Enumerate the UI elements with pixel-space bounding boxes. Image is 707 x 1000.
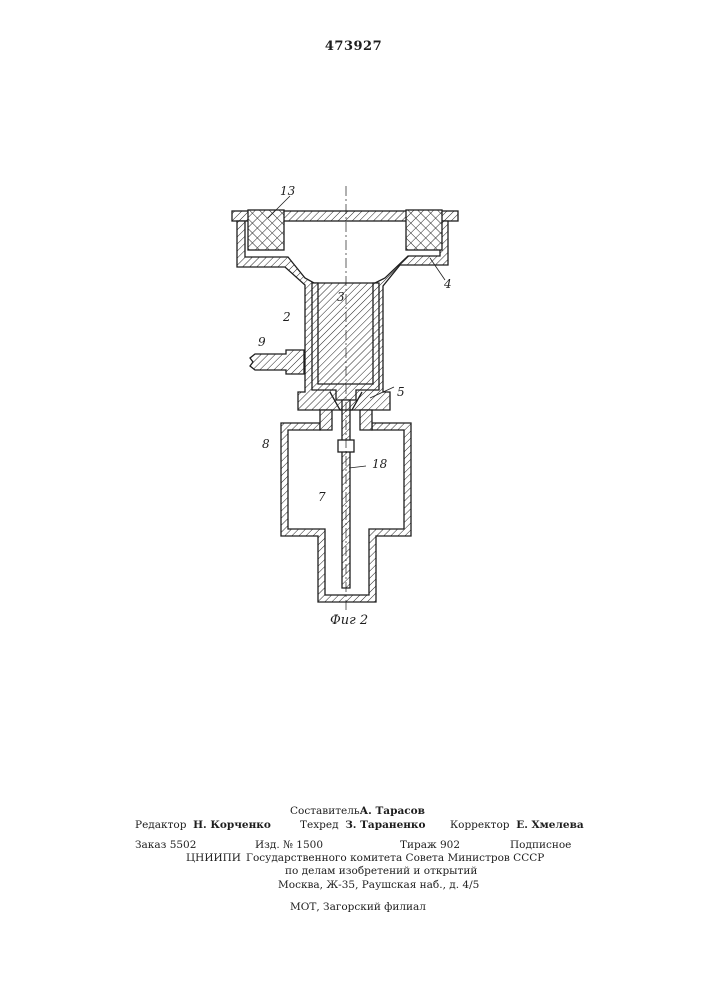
seal-ring-left [248,210,284,250]
editor-role: Редактор [135,819,186,831]
corrector-line: Корректор Е. Хмелева [450,820,584,831]
editor-name: Н. Корченко [193,819,271,831]
label-3: 3 [337,290,345,304]
label-18: 18 [372,457,388,471]
order-number: Заказ 5502 [135,840,196,851]
label-9: 9 [258,335,266,349]
label-13: 13 [280,184,296,198]
circulation: Тираж 902 [400,840,460,851]
label-7: 7 [318,490,326,504]
address: Москва, Ж-35, Раушская наб., д. 4/5 [278,880,479,891]
techred-name: З. Тараненко [345,819,425,831]
edition-number: Изд. № 1500 [255,840,323,851]
org-line-2: по делам изобретений и открытий [285,866,477,877]
corrector-role: Корректор [450,819,510,831]
subscription: Подписное [510,840,571,851]
compiler-line: СоставительА. Тарасов [290,806,425,817]
org-short: ЦНИИПИ [186,853,241,864]
figure-caption: Фиг 2 [330,613,368,628]
seal-ring-right [406,210,442,250]
label-2: 2 [282,310,291,324]
printer: МОТ, Загорский филиал [290,902,426,913]
label-8: 8 [262,437,270,451]
editor-line: Редактор Н. Корченко [135,820,271,831]
compiler-prefix: Составитель [290,805,360,817]
label-5: 5 [397,385,405,399]
label-4: 4 [443,277,452,291]
corrector-name: Е. Хмелева [516,819,583,831]
techred-line: Техред З. Тараненко [300,820,426,831]
org-line-1: Государственного комитета Совета Министр… [246,853,544,864]
compiler-name: А. Тарасов [360,805,425,817]
techred-role: Техред [300,819,339,831]
side-nozzle [250,350,304,374]
